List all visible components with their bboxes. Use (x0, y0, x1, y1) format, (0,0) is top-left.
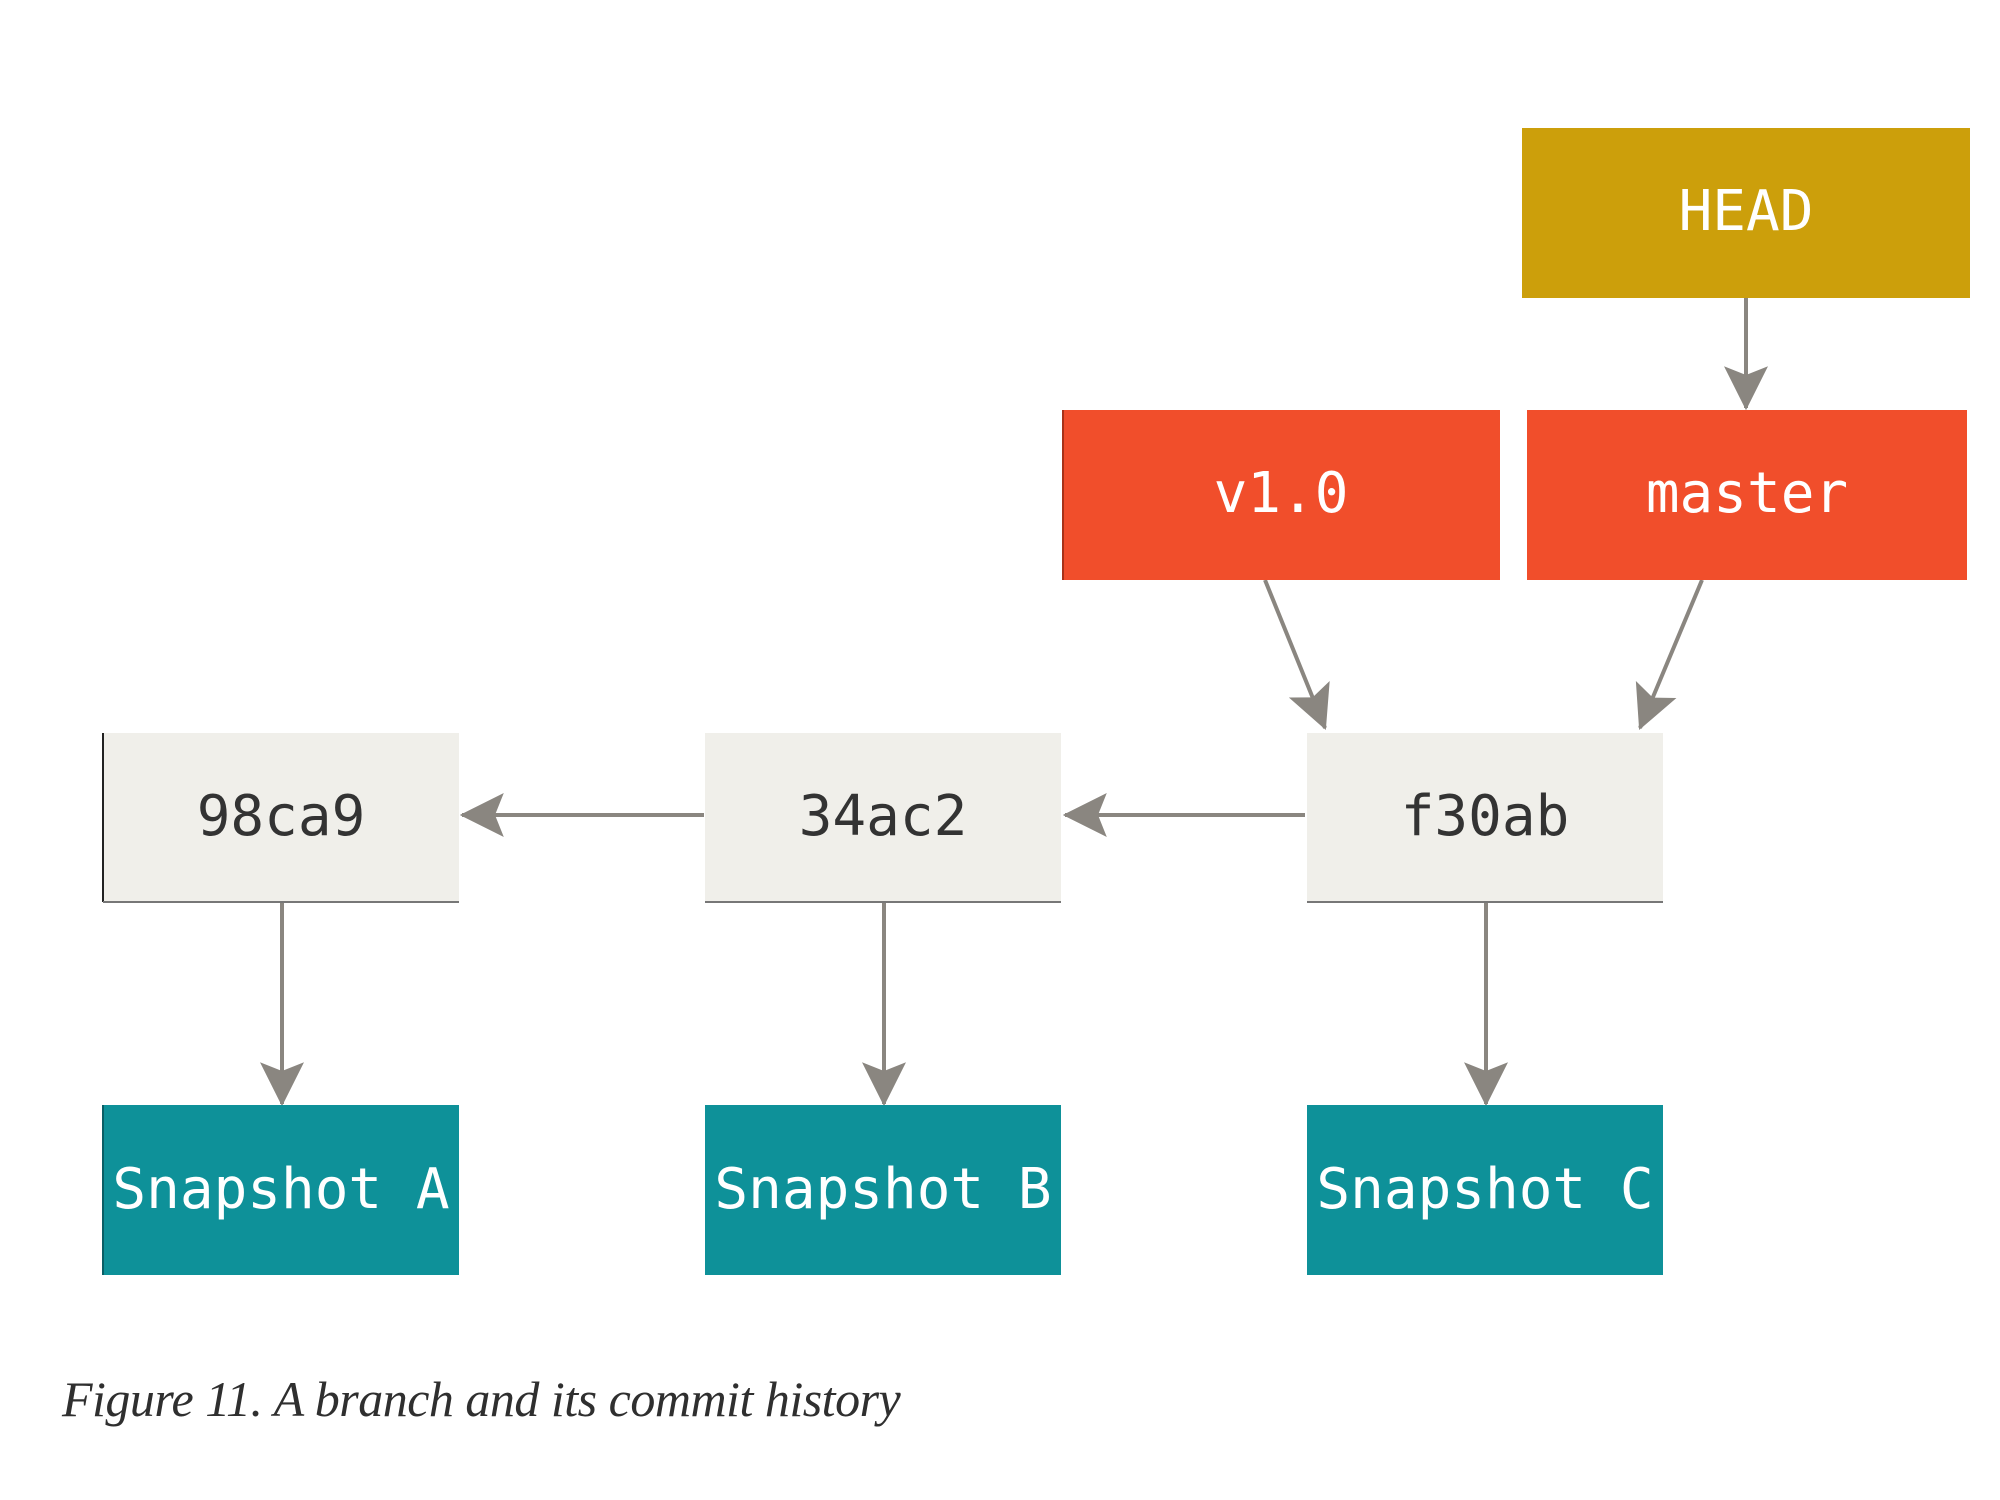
commit-box-98ca9: 98ca9 (102, 733, 459, 903)
arrow-master-to-f30ab (1635, 579, 1704, 731)
snapshot-label: Snapshot C (1316, 1157, 1653, 1222)
commit-id-label: 34ac2 (799, 784, 968, 849)
snapshot-box-b: Snapshot B (705, 1105, 1061, 1275)
snapshot-label: Snapshot A (112, 1157, 449, 1222)
commit-box-f30ab: f30ab (1307, 733, 1663, 903)
head-box: HEAD (1522, 128, 1970, 298)
commit-box-34ac2: 34ac2 (705, 733, 1061, 903)
tag-box-v1: v1.0 (1062, 410, 1500, 580)
arrow-v1-to-f30ab (1263, 579, 1330, 731)
tag-label: v1.0 (1214, 461, 1349, 526)
snapshot-box-a: Snapshot A (102, 1105, 459, 1275)
branch-box-master: master (1527, 410, 1967, 580)
snapshot-label: Snapshot B (714, 1157, 1051, 1222)
arrows (260, 298, 1768, 1107)
head-label: HEAD (1679, 179, 1814, 244)
snapshot-box-c: Snapshot C (1307, 1105, 1663, 1275)
commit-id-label: 98ca9 (197, 784, 366, 849)
figure-caption: Figure 11. A branch and its commit histo… (62, 1371, 901, 1427)
branch-label: master (1646, 461, 1848, 526)
commit-id-label: f30ab (1401, 784, 1570, 849)
